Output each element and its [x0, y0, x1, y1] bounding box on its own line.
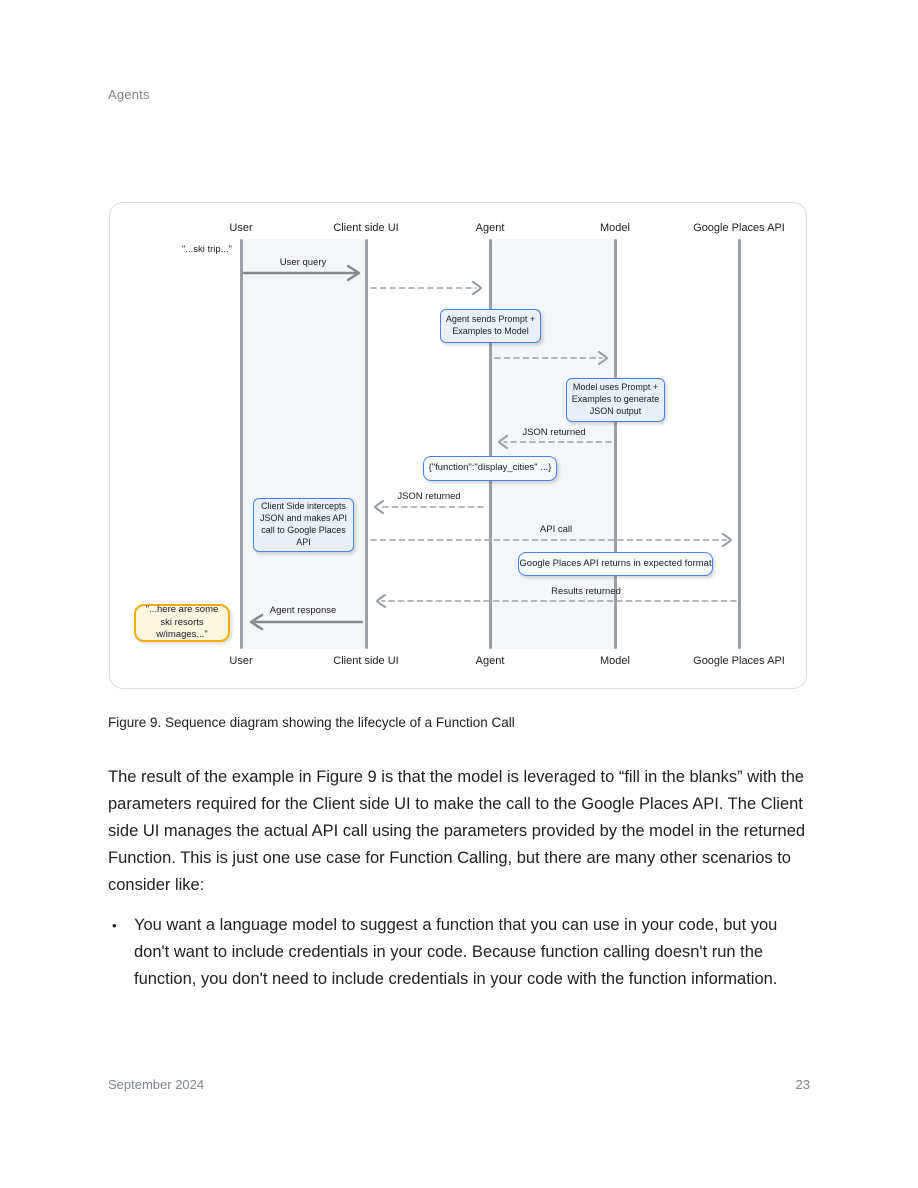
lifeline-label-user-top: User: [229, 222, 253, 234]
lifeline-google-places-api: [737, 239, 741, 649]
bullet-dot: •: [112, 918, 117, 933]
lifeline-label-user-bottom: User: [229, 655, 253, 667]
note-agent-sends-prompt: Agent sends Prompt + Examples to Model: [440, 309, 541, 343]
callout-final-response: "...here are some ski resorts w/images..…: [134, 604, 230, 642]
lifeline-label-model-bottom: Model: [600, 655, 630, 667]
note-model-uses-prompt: Model uses Prompt + Examples to generate…: [566, 378, 665, 422]
running-header: Agents: [108, 87, 150, 102]
user-utterance: "...ski trip...": [181, 244, 232, 255]
activation-band-agent-model: [490, 239, 615, 649]
lifeline-label-agent-top: Agent: [475, 222, 505, 234]
lifeline-label-places-bottom: Google Places API: [693, 655, 785, 667]
note-places-returns: Google Places API returns in expected fo…: [518, 552, 713, 576]
sequence-diagram: User Client side UI Agent Model Google P…: [109, 202, 807, 689]
message-label-user-query: User query: [279, 257, 327, 268]
lifeline-label-model-top: Model: [600, 222, 630, 234]
lifeline-label-client-bottom: Client side UI: [333, 655, 399, 667]
bullet-text: You want a language model to suggest a f…: [134, 916, 778, 988]
lifeline-label-places-top: Google Places API: [693, 222, 785, 234]
note-function-json: {"function":"display_cities" ...}: [423, 456, 557, 481]
message-label-api-call: API call: [539, 524, 573, 535]
bullet-item: • You want a language model to suggest a…: [108, 912, 816, 993]
lifeline-user: [239, 239, 243, 649]
footer-page-number: 23: [795, 1077, 810, 1092]
lifeline-model: [613, 239, 617, 649]
message-label-results-returned: Results returned: [551, 586, 621, 597]
lifeline-agent: [488, 239, 492, 649]
figure-caption: Figure 9. Sequence diagram showing the l…: [108, 715, 515, 730]
lifeline-client-side-ui: [364, 239, 368, 649]
message-label-agent-response: Agent response: [269, 605, 337, 616]
lifeline-label-agent-bottom: Agent: [475, 655, 505, 667]
note-client-intercepts: Client Side intercepts JSON and makes AP…: [253, 498, 354, 552]
message-label-json-returned-client: JSON returned: [397, 491, 461, 502]
footer-date: September 2024: [108, 1077, 205, 1092]
lifeline-label-client-top: Client side UI: [333, 222, 399, 234]
message-label-json-returned-model: JSON returned: [522, 427, 586, 438]
body-paragraph: The result of the example in Figure 9 is…: [108, 768, 806, 894]
activation-band-user-client: [241, 239, 366, 649]
